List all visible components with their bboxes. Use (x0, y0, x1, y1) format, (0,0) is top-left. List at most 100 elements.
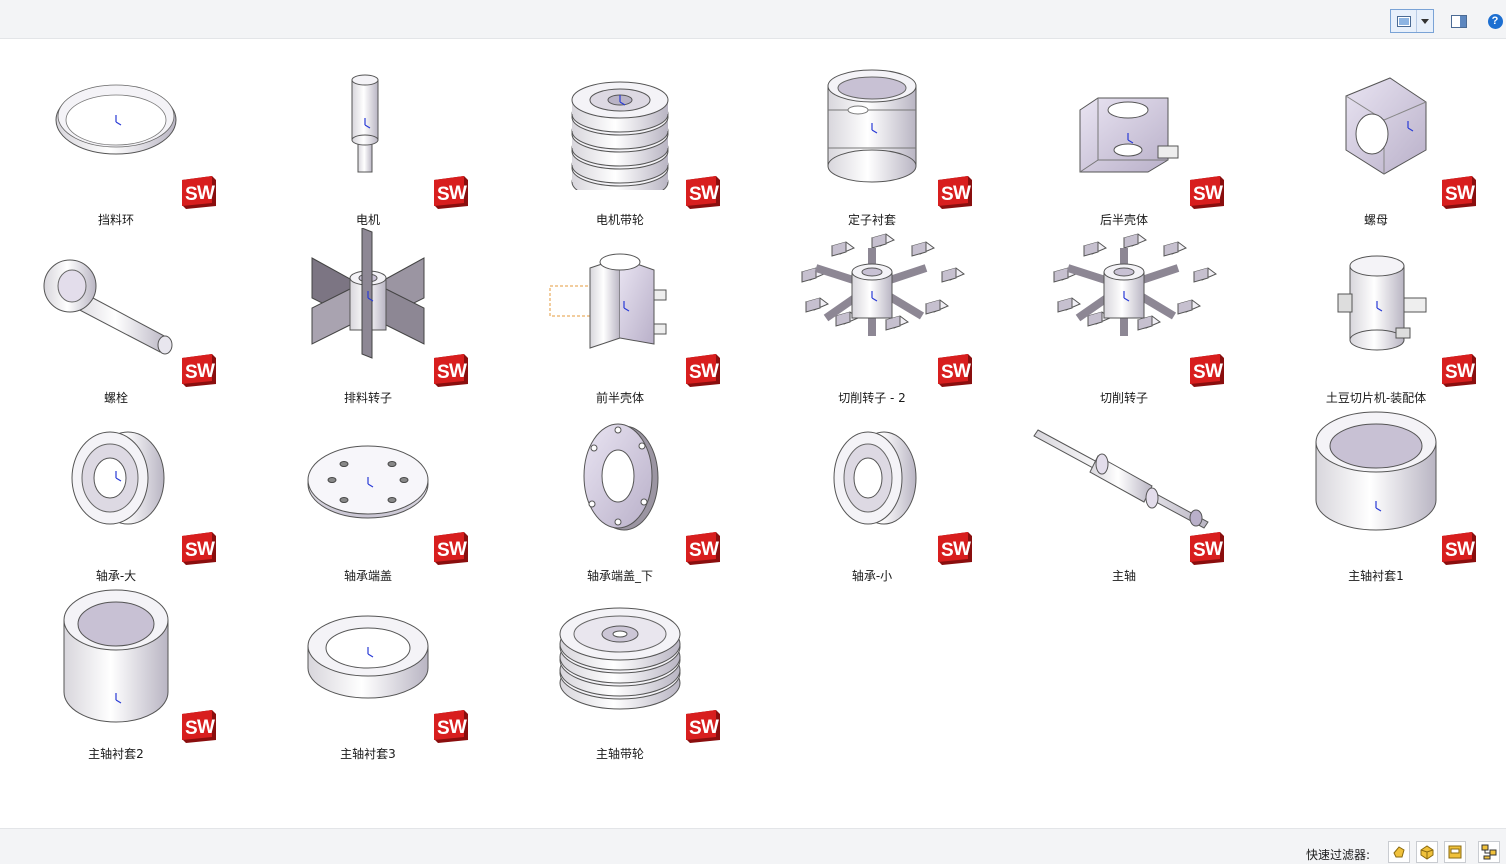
spindle-thumbnail (1028, 406, 1220, 546)
svg-text:W: W (953, 183, 971, 204)
preview-pane-icon[interactable] (1448, 9, 1470, 33)
nut-thumbnail (1280, 50, 1472, 190)
svg-text:W: W (701, 717, 719, 738)
file-tile[interactable]: S W 土豆切片机-装配体 (1260, 228, 1506, 406)
svg-text:S: S (1445, 184, 1458, 205)
file-label: 切削转子 (1099, 391, 1148, 405)
svg-text:W: W (953, 539, 971, 560)
svg-text:W: W (1205, 361, 1223, 382)
solidworks-badge-icon: S W (934, 528, 974, 566)
chevron-down-icon[interactable] (1417, 10, 1433, 32)
solidworks-badge-icon: S W (1438, 172, 1478, 210)
file-tile[interactable]: S W 螺栓 (0, 228, 252, 406)
cutting-rotor-thumbnail (1028, 228, 1220, 368)
svg-text:S: S (1193, 540, 1206, 561)
file-tile[interactable]: S W 轴承端盖 (252, 406, 504, 584)
svg-text:W: W (1205, 539, 1223, 560)
svg-text:W: W (197, 717, 215, 738)
svg-text:W: W (197, 361, 215, 382)
filter-top-level-button[interactable] (1478, 841, 1500, 863)
svg-text:S: S (689, 718, 702, 739)
file-label: 轴承-小 (851, 569, 893, 583)
file-label: 主轴 (1111, 569, 1136, 583)
svg-text:W: W (449, 717, 467, 738)
file-label: 后半壳体 (1099, 213, 1148, 227)
small-bearing-thumbnail (776, 406, 968, 546)
svg-text:W: W (1457, 183, 1475, 204)
solidworks-badge-icon: S W (1186, 528, 1226, 566)
file-tile[interactable]: S W 主轴 (1008, 406, 1260, 584)
file-label: 主轴带轮 (595, 747, 644, 761)
file-tile[interactable]: S W 主轴衬套1 (1260, 406, 1506, 584)
file-tile[interactable]: S W 前半壳体 (504, 228, 756, 406)
file-label: 螺栓 (103, 391, 128, 405)
solidworks-badge-icon: S W (1186, 172, 1226, 210)
filter-parts-button[interactable] (1388, 841, 1410, 863)
file-tile[interactable]: S W 切削转子 (1008, 228, 1260, 406)
file-tile[interactable]: S W 主轴衬套2 (0, 584, 252, 762)
file-tile[interactable]: S W 轴承端盖_下 (504, 406, 756, 584)
svg-text:S: S (437, 718, 450, 739)
solidworks-badge-icon: S W (178, 706, 218, 744)
file-tile[interactable]: S W 主轴带轮 (504, 584, 756, 762)
svg-text:S: S (941, 540, 954, 561)
file-tile[interactable]: S W 后半壳体 (1008, 50, 1260, 228)
large-bearing-thumbnail (20, 406, 212, 546)
spindle-bushing-2-thumbnail (20, 584, 212, 724)
svg-text:S: S (437, 362, 450, 383)
solidworks-badge-icon: S W (682, 172, 722, 210)
file-tile[interactable]: S W 螺母 (1260, 50, 1506, 228)
svg-text:S: S (1193, 184, 1206, 205)
help-button[interactable]: ? (1486, 9, 1504, 33)
svg-text:S: S (689, 362, 702, 383)
svg-text:W: W (197, 183, 215, 204)
file-tile[interactable]: S W 电机 (252, 50, 504, 228)
solidworks-badge-icon: S W (934, 350, 974, 388)
svg-text:S: S (941, 184, 954, 205)
file-tile[interactable]: S W 挡料环 (0, 50, 252, 228)
svg-text:S: S (185, 718, 198, 739)
retaining-ring-thumbnail (20, 50, 212, 190)
svg-text:S: S (185, 184, 198, 205)
file-label: 定子衬套 (847, 213, 896, 227)
file-tile[interactable]: S W 排料转子 (252, 227, 504, 406)
solidworks-badge-icon: S W (1186, 350, 1226, 388)
motor-thumbnail (272, 50, 464, 190)
spindle-bushing-1-thumbnail (1280, 406, 1472, 546)
file-tile[interactable]: S W 轴承-大 (0, 406, 252, 584)
solidworks-badge-icon: S W (430, 528, 470, 566)
file-tile[interactable]: S W 轴承-小 (756, 406, 1008, 584)
svg-text:W: W (701, 539, 719, 560)
file-label: 主轴衬套1 (1348, 569, 1404, 583)
solidworks-badge-icon: S W (1438, 528, 1478, 566)
view-mode-button[interactable] (1390, 9, 1434, 33)
solidworks-badge-icon: S W (430, 350, 470, 388)
svg-text:W: W (701, 183, 719, 204)
help-icon: ? (1487, 13, 1503, 29)
svg-text:S: S (689, 540, 702, 561)
svg-text:W: W (1205, 183, 1223, 204)
assembly-thumbnail (1280, 228, 1472, 368)
svg-text:S: S (185, 540, 198, 561)
svg-text:S: S (1193, 362, 1206, 383)
file-label: 土豆切片机-装配体 (1325, 391, 1427, 405)
filter-drawings-button[interactable] (1444, 841, 1466, 863)
quick-filter-label: 快速过滤器: (1306, 848, 1371, 862)
file-tile[interactable]: S W 定子衬套 (756, 50, 1008, 228)
file-tile[interactable]: S W 切削转子 - 2 (756, 228, 1008, 406)
svg-text:W: W (449, 539, 467, 560)
file-label: 电机带轮 (595, 213, 644, 227)
thumbnail-view-icon[interactable] (1391, 10, 1418, 32)
filter-drawings-icon (1448, 845, 1462, 859)
file-tile[interactable]: S W 电机带轮 (504, 50, 756, 228)
solidworks-badge-icon: S W (934, 172, 974, 210)
solidworks-badge-icon: S W (430, 172, 470, 210)
solidworks-badge-icon: S W (1438, 350, 1478, 388)
file-tile[interactable]: S W 主轴衬套3 (252, 584, 504, 762)
svg-text:W: W (1457, 361, 1475, 382)
svg-text:S: S (437, 540, 450, 561)
filter-assemblies-button[interactable] (1416, 841, 1438, 863)
motor-pulley-thumbnail (524, 50, 716, 201)
solidworks-badge-icon: S W (178, 350, 218, 388)
spindle-pulley-thumbnail (524, 584, 716, 724)
